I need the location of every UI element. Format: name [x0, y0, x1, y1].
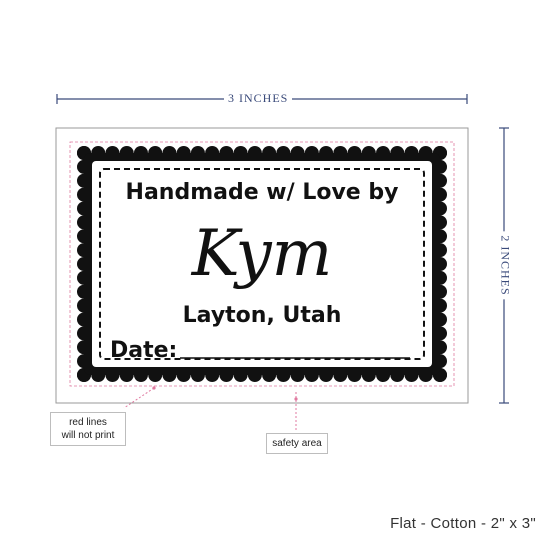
height-dimension-label: 2 INCHES — [497, 231, 513, 300]
red-lines-text-2: will not print — [61, 430, 115, 441]
inner-panel — [92, 161, 432, 367]
safety-area-line — [69, 141, 455, 387]
red-lines-marker — [152, 386, 156, 390]
label-location: Layton, Utah — [183, 303, 342, 328]
red-lines-callout: red lines will not print — [50, 412, 126, 446]
label-name: Kym — [191, 217, 333, 291]
product-caption: Flat - Cotton - 2" x 3" — [390, 515, 536, 532]
safety-area-marker — [294, 397, 298, 401]
stitch-line — [99, 168, 425, 360]
red-lines-text-1: red lines — [69, 417, 107, 428]
label-date-prefix: Date: — [110, 338, 177, 363]
label-line-1: Handmade w/ Love by — [126, 180, 399, 205]
safety-area-callout: safety area — [266, 433, 328, 454]
width-dimension-label: 3 INCHES — [224, 91, 293, 106]
